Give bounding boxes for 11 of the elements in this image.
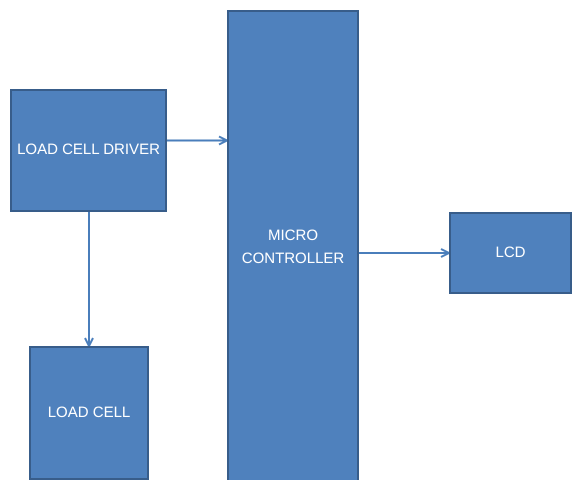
process-box (29, 346, 149, 480)
arrow (167, 136, 228, 146)
box-label: LCD (495, 242, 526, 263)
process-box (449, 212, 572, 294)
box-label: MICRO CONTROLLER (240, 226, 346, 268)
process-box (10, 89, 167, 212)
arrow (84, 212, 94, 347)
process-box (227, 10, 359, 480)
box-label: LOAD CELL (48, 402, 130, 423)
arrow (359, 248, 450, 258)
box-label: LOAD CELL DRIVER (17, 140, 160, 160)
